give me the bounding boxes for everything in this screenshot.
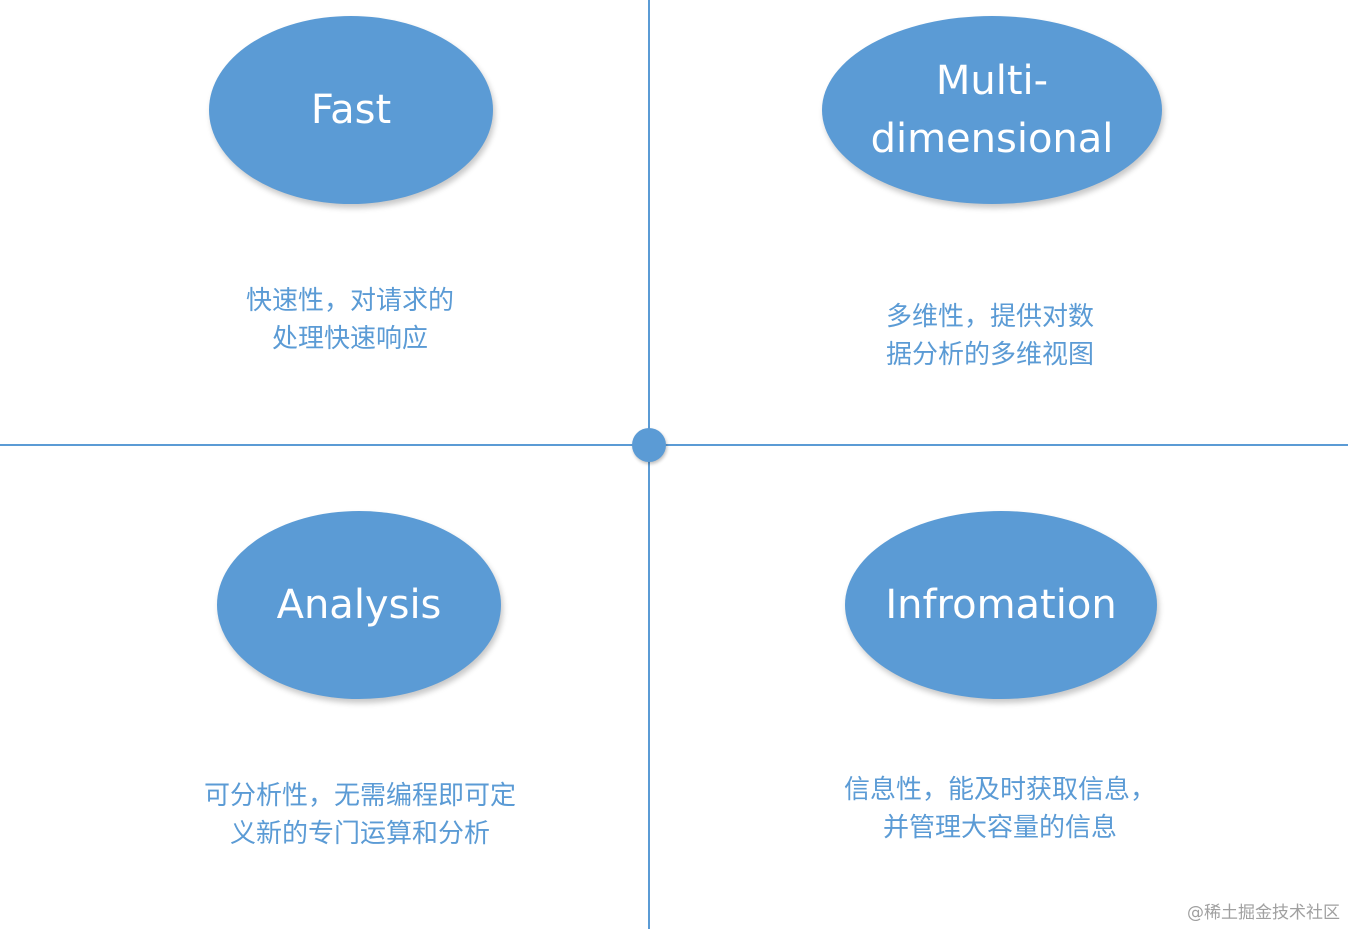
information-title: Infromation [885, 576, 1116, 634]
center-node [632, 428, 666, 462]
multidimensional-title-line-2: dimensional [870, 116, 1114, 162]
fast-description-line-1: 快速性，对请求的 [245, 286, 454, 316]
horizontal-axis-line [0, 444, 1348, 446]
analysis-title: Analysis [277, 576, 442, 634]
information-description-line-2: 并管理大容量的信息 [882, 813, 1117, 843]
analysis-description-line-2: 义新的专门运算和分析 [229, 819, 490, 849]
analysis-description: 可分析性，无需编程即可定 义新的专门运算和分析 [160, 777, 560, 853]
multidimensional-description: 多维性，提供对数 据分析的多维视图 [830, 298, 1150, 374]
information-ellipse: Infromation [845, 511, 1157, 699]
fast-title: Fast [311, 81, 391, 139]
analysis-title-line: Analysis [276, 582, 442, 628]
multidimensional-ellipse: Multi- dimensional [822, 16, 1162, 204]
fast-description: 快速性，对请求的 处理快速响应 [195, 282, 505, 358]
information-description: 信息性，能及时获取信息， 并管理大容量的信息 [800, 771, 1200, 847]
information-title-line: Infromation [885, 582, 1117, 628]
vertical-axis-line [648, 0, 650, 929]
fast-title-line: Fast [310, 87, 392, 133]
analysis-ellipse: Analysis [217, 511, 501, 699]
fast-description-line-2: 处理快速响应 [271, 324, 428, 354]
analysis-description-line-1: 可分析性，无需编程即可定 [203, 781, 516, 811]
multidimensional-title: Multi- dimensional [871, 52, 1114, 168]
multidimensional-title-line-1: Multi- [935, 58, 1049, 104]
multidimensional-description-line-1: 多维性，提供对数 [885, 302, 1094, 332]
information-description-line-1: 信息性，能及时获取信息， [843, 775, 1156, 805]
fast-ellipse: Fast [209, 16, 493, 204]
watermark: @稀土掘金技术社区 [1187, 903, 1340, 923]
multidimensional-description-line-2: 据分析的多维视图 [885, 340, 1094, 370]
